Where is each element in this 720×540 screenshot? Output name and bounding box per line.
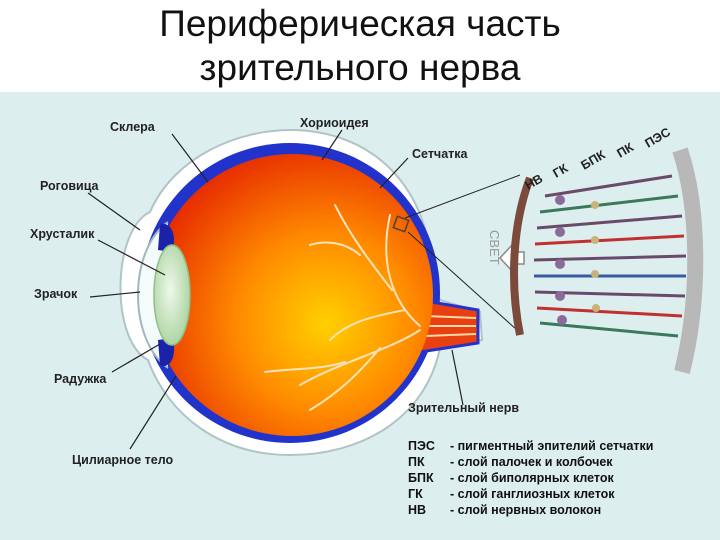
legend-abbr: БПК [408, 470, 450, 486]
legend-row: ПЭС - пигментный эпителий сетчатки [408, 438, 720, 454]
retina-layers-inset: НВ ГК БПК ПК ПЭС [514, 125, 695, 372]
label-iris: Радужка [54, 372, 107, 386]
pigment-epithelium-band [680, 150, 695, 372]
legend-text: - слой палочек и колбочек [450, 454, 613, 470]
legend-abbr: ПЭС [408, 438, 450, 454]
legend-text: - слой ганглиозных клеток [450, 486, 615, 502]
legend-text: - слой нервных волокон [450, 502, 601, 518]
label-pupil: Зрачок [34, 287, 78, 301]
layer-tag-pk: ПК [615, 140, 637, 161]
layer-tag-gk: ГК [551, 161, 571, 181]
label-light: СВЕТ [487, 230, 502, 265]
label-cornea: Роговица [40, 179, 100, 193]
label-optic-nerve: Зрительный нерв [408, 401, 519, 415]
legend-row: БПК - слой биполярных клеток [408, 470, 720, 486]
layer-tag-pes: ПЭС [643, 125, 673, 151]
legend-row: НВ - слой нервных волокон [408, 502, 720, 518]
label-lens: Хрусталик [30, 227, 95, 241]
legend-text: - слой биполярных клеток [450, 470, 614, 486]
legend-row: ГК - слой ганглиозных клеток [408, 486, 720, 502]
legend-abbr: ГК [408, 486, 450, 502]
legend-abbr: НВ [408, 502, 450, 518]
legend-text: - пигментный эпителий сетчатки [450, 438, 653, 454]
label-sclera: Склера [110, 120, 156, 134]
legend-abbr: ПК [408, 454, 450, 470]
legend: ПЭС - пигментный эпителий сетчатки ПК - … [408, 438, 720, 518]
layer-tag-bpk: БПК [579, 147, 608, 172]
label-choroid: Хориоидея [300, 116, 369, 130]
zoom-line-top [405, 175, 520, 218]
label-retina: Сетчатка [412, 147, 469, 161]
eyeball-body [151, 154, 433, 436]
lens [154, 245, 190, 345]
label-ciliary-body: Цилиарное тело [72, 453, 173, 467]
legend-row: ПК - слой палочек и колбочек [408, 454, 720, 470]
